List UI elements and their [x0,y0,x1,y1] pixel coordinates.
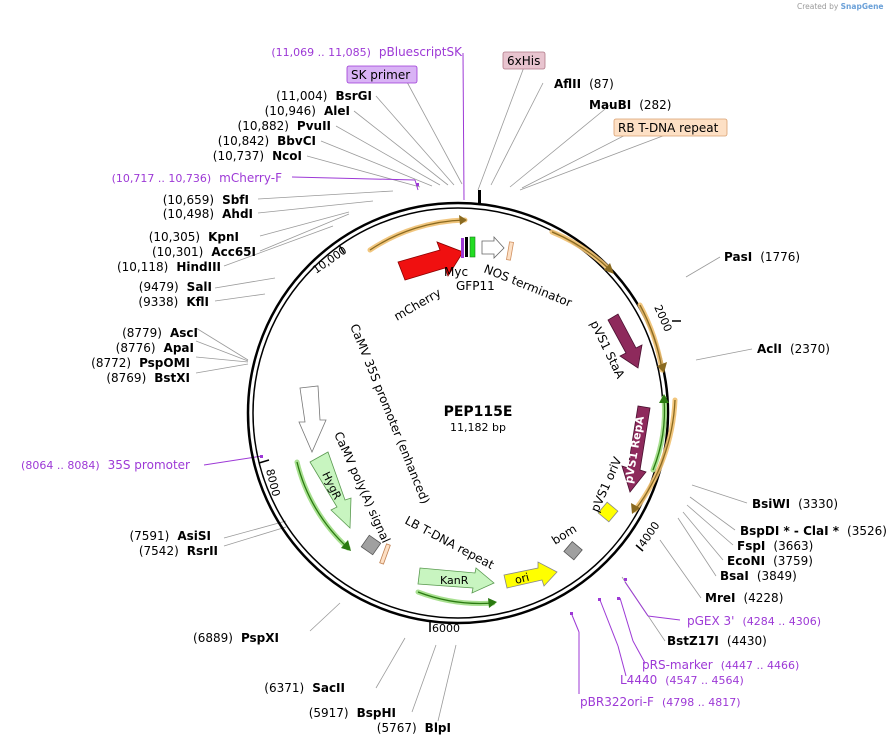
site-mrei: MreI(4228) [705,591,783,605]
his-tag-label: 6xHis [507,54,540,68]
mcherry-arrow [397,241,464,281]
site-pspomi: (8772)PspOMI [91,356,190,370]
site-ahdi: (10,498)AhdI [163,207,253,221]
site-fspi: FspI(3663) [737,539,813,553]
kanr-arrow [417,567,495,594]
sk-primer-label: SK primer [351,68,410,82]
site-acli: AclI(2370) [757,342,830,356]
backbone-outer [246,201,670,625]
primer-bar [465,237,468,257]
primer-dots [260,183,627,615]
lb-repeat-mark [379,543,391,565]
lb-repeat-label: LB T-DNA repeat [403,513,497,572]
rb-repeat-mark [506,241,514,261]
nos-terminator-label: NOS terminator [482,262,574,310]
plasmid-size: 11,182 bp [450,421,506,434]
site-blpi: (5767)BlpI [377,721,451,735]
pvs1-staa-arrow [607,313,643,369]
primer-lines [203,52,681,694]
green-arc-heads [341,394,669,608]
bom-box [563,540,583,561]
ori-label: ori [513,571,530,587]
site-bsai: BsaI(3849) [720,569,797,583]
tick-label-10000: 10,000 [310,244,349,277]
primer-mcherry-f: (10,717 .. 10,736)mCherry-F [112,171,282,185]
tick-label-6000: 6000 [432,622,460,635]
sk-primer-box: SK primer [346,65,418,84]
green-arc-line [296,397,666,605]
his-tag-box: 6xHis [502,51,546,70]
site-bsrgi: (11,004)BsrGI [276,89,372,103]
kanr-label: KanR [440,574,469,587]
site-bstz17i: BstZ17I(4430) [667,634,767,648]
site-kfli: (9338)KflI [138,295,209,309]
site-sali: (9479)SalI [139,280,212,294]
primer-pbluescriptsk: (11,069 .. 11,085)pBluescriptSK [271,45,463,59]
site-asci: (8779)AscI [122,326,198,340]
site-ncoi: (10,737)NcoI [213,149,302,163]
credit-brand: SnapGene [840,2,884,11]
site-bstxi: (8769)BstXI [106,371,190,385]
mcherry-label: mCherry [392,286,444,324]
camv-promoter-arrow [298,385,327,454]
site-bspdi-clai: BspDI * - ClaI *(3526) [740,524,887,538]
snapgene-credit: Created by SnapGene [797,2,884,11]
site-aflii: AflII(87) [554,77,614,91]
site-pvuii: (10,882)PvuII [238,119,331,133]
site-pspxi: (6889)PspXI [193,631,279,645]
rb-repeat-box: RB T-DNA repeat [613,118,728,137]
orange-arc-heads [459,215,667,514]
nos-terminator-arrow [481,235,505,259]
myc-tag [461,238,464,258]
myc-label: Myc [444,265,468,279]
polya-box [360,534,382,556]
site-asisi: (7591)AsiSI [129,529,211,543]
site-bsphi: (5917)BspHI [309,706,396,720]
pvs1-ori-box [597,501,619,523]
site-bsiwi: BsiWI(3330) [752,497,838,511]
ori-arrow [503,561,558,589]
site-alei: (10,946)AleI [265,104,350,118]
site-sbfi: (10,659)SbfI [163,193,249,207]
site-kpni: (10,305)KpnI [149,230,239,244]
primer-35s-promoter: (8064 .. 8084)35S promoter [21,458,190,472]
site-bbvci: (10,842)BbvCI [218,134,316,148]
pvs1-repa-arrow [621,405,651,493]
credit-prefix: Created by [797,2,839,11]
gfp11-label: GFP11 [456,279,495,293]
his-mark [478,190,481,204]
site-econi: EcoNI(3759) [727,554,813,568]
primer-pbr322ori-f: pBR322ori-F(4798 .. 4817) [580,695,741,709]
hygr-arrow [309,451,352,529]
rb-repeat-label: RB T-DNA repeat [618,121,719,135]
site-pasi: PasI(1776) [724,250,800,264]
site-rsrii: (7542)RsrII [139,544,218,558]
site-acc65i: (10,301)Acc65I [152,245,256,259]
site-apai: (8776)ApaI [116,341,194,355]
site-hindiii: (10,118)HindIII [117,260,221,274]
tick-label-4000: 4000 [636,519,663,549]
site-sacii: (6371)SacII [264,681,345,695]
site-maubi: MauBI(282) [589,98,671,112]
plasmid-name: PEP115E [444,404,513,420]
tick-label-2000: 2000 [651,303,674,334]
primer-prs-marker: pRS-marker(4447 .. 4466) [642,658,799,672]
primer-l4440: L4440(4547 .. 4564) [620,673,744,687]
gfp11-tag [469,236,476,258]
primer-pgex3: pGEX 3'(4284 .. 4306) [687,614,821,628]
